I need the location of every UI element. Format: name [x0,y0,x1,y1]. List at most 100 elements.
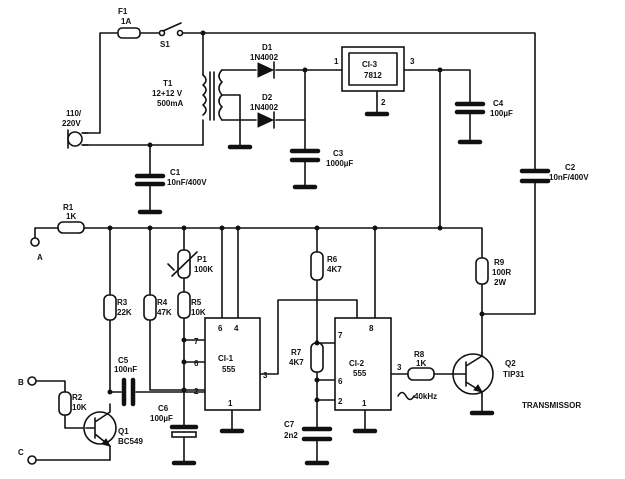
potentiometer-p1 [167,249,198,279]
p1-value: 100K [194,265,213,274]
ci1-pin1: 1 [228,399,233,408]
terminal-b [27,376,37,386]
ic-ci2-555 [334,317,392,411]
transformer-t1 [202,69,223,121]
d2-value: 1N4002 [250,103,279,112]
capacitor-c1 [134,173,166,187]
ci1-pin6-top: 6 [218,324,223,333]
r4-label: R4 [157,298,168,307]
r2-value: 10K [72,403,87,412]
r8-label: R8 [414,350,425,359]
ci2-pin1: 1 [362,399,367,408]
d1-value: 1N4002 [250,53,279,62]
mains-plug [67,129,89,149]
c2-value: 10nF/400V [549,173,589,182]
c7-value: 2n2 [284,431,298,440]
ci3-value: 7812 [364,71,382,80]
ci1-pin6: 6 [194,359,199,368]
ci2-pin3: 3 [397,363,402,372]
wave-icon [397,391,415,401]
capacitor-c2 [519,168,551,184]
r1-value: 1K [66,212,76,221]
junction-dots [107,30,485,403]
capacitor-c7 [301,426,333,442]
c6-value: 100µF [150,414,173,423]
resistor-r7 [310,342,324,373]
capacitor-c6 [169,424,199,438]
ci1-pin4: 4 [234,324,239,333]
r5-value: 10K [191,308,206,317]
c1-label: C1 [170,168,181,177]
ci3-pin1: 1 [334,57,339,66]
diode-d2 [257,111,275,129]
diode-d1 [257,61,275,79]
ci2-pin8: 8 [369,324,374,333]
ci3-pin3: 3 [410,57,415,66]
page-title: TRANSMISSOR [522,401,581,410]
ci2-label: CI-2 [349,359,365,368]
resistor-r8 [407,367,435,381]
r6-label: R6 [327,255,338,264]
capacitor-c5 [121,377,136,407]
r9-value-2: 2W [494,278,506,287]
ci2-pin7: 7 [338,331,343,340]
freq-annotation: 40kHz [414,392,437,401]
ic-ci1-555 [204,317,261,411]
r5-label: R5 [191,298,202,307]
mains-value-2: 220V [62,119,81,128]
transistor-q2 [451,351,494,397]
r2-label: R2 [72,393,83,402]
d1-label: D1 [262,43,273,52]
q1-label: Q1 [118,427,129,436]
f1-value: 1A [121,17,131,26]
r1-label: R1 [63,203,74,212]
resistor-r9 [475,257,489,285]
c4-value: 100µF [490,109,513,118]
f1-label: F1 [118,7,128,16]
ground-symbols-power [137,111,483,215]
ci1-pin3: 3 [263,371,268,380]
mains-value-1: 110/ [66,109,82,118]
transistor-q1 [83,403,117,447]
capacitor-c4 [454,101,486,115]
c6-label: C6 [158,404,169,413]
c2-label: C2 [565,163,576,172]
ci3-pin2: 2 [381,98,386,107]
c3-label: C3 [333,149,344,158]
ci1-pin2: 2 [194,387,199,396]
s1-label: S1 [160,40,170,49]
fuse-f1 [117,27,141,39]
terminal-b-label: B [18,378,24,387]
ci1-pin7: 7 [194,337,199,346]
t1-label: T1 [163,79,173,88]
resistor-r4 [143,294,157,321]
resistor-r1 [57,221,85,234]
t1-value-1: 12+12 V [152,89,183,98]
t1-value-2: 500mA [157,99,183,108]
q2-label: Q2 [505,359,516,368]
r9-label: R9 [494,258,505,267]
regulator-ci3 [336,46,411,97]
terminal-a-label: A [37,253,43,262]
capacitor-c3 [289,148,321,163]
r3-value: 22K [117,308,132,317]
resistor-r2 [58,391,72,416]
c5-label: C5 [118,356,129,365]
r6-value: 4K7 [327,265,342,274]
ci2-pin2: 2 [338,397,343,406]
ci2-pin6: 6 [338,377,343,386]
resistor-r5 [177,291,191,319]
c1-value: 10nF/400V [167,178,207,187]
p1-label: P1 [197,255,207,264]
r3-label: R3 [117,298,128,307]
r9-value-1: 100R [492,268,511,277]
d2-label: D2 [262,93,273,102]
ci2-value: 555 [353,369,367,378]
r8-value: 1K [416,359,426,368]
c5-value: 100nF [114,365,137,374]
ci1-value: 555 [222,365,236,374]
q2-value: TIP31 [503,370,525,379]
r4-value: 47K [157,308,172,317]
terminal-c-label: C [18,448,24,457]
